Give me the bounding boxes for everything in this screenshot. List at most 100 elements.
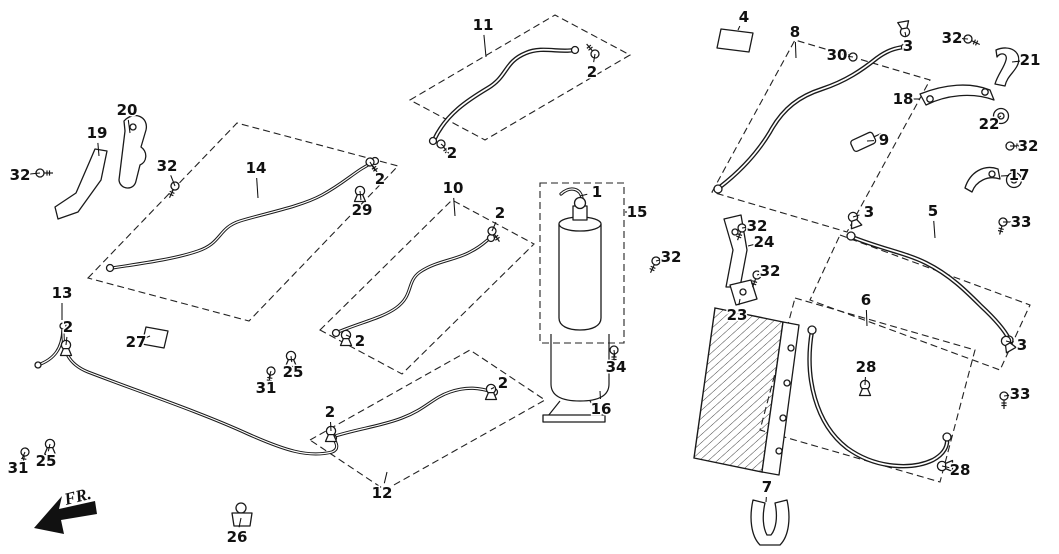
callout-32: 32 (760, 262, 781, 280)
leader-line (941, 465, 951, 469)
callout-13: 13 (52, 284, 73, 302)
callout-14: 14 (246, 159, 267, 177)
suction-hose-11 (428, 45, 580, 146)
drier-bracket-16 (542, 334, 610, 423)
callout-25: 25 (283, 363, 304, 381)
discharge-hose-8 (713, 42, 910, 194)
callout-25: 25 (36, 452, 57, 470)
leader-line (490, 387, 495, 390)
callout-2: 2 (375, 170, 385, 188)
leader-line (794, 41, 797, 59)
leader-line (29, 172, 41, 175)
group-boxes (86, 14, 1031, 491)
callout-16: 16 (591, 400, 612, 418)
leader-line (747, 243, 755, 247)
clamp-3-icon (845, 210, 863, 230)
callout-32: 32 (661, 248, 682, 266)
callout-17: 17 (1009, 166, 1030, 184)
leader-line (359, 190, 362, 201)
callout-15: 15 (627, 203, 648, 221)
bracket-27 (141, 326, 169, 349)
callout-6: 6 (861, 291, 871, 309)
leader-line (846, 55, 854, 58)
callout-5: 5 (928, 202, 938, 220)
leader-line (1011, 60, 1021, 63)
leader-line (613, 349, 616, 358)
callout-7: 7 (762, 478, 772, 496)
leader-line (127, 119, 131, 134)
callout-32: 32 (10, 166, 31, 184)
leader-line (579, 193, 588, 197)
callout-19: 19 (87, 124, 108, 142)
leader-line (268, 370, 272, 379)
condenser (693, 307, 800, 476)
callout-1: 1 (592, 183, 602, 201)
callout-27: 27 (126, 333, 147, 351)
callout-26: 26 (227, 528, 248, 546)
group-box-hose-12 (308, 349, 547, 491)
callout-2: 2 (498, 374, 508, 392)
leader-line (170, 175, 176, 187)
callout-32: 32 (1018, 137, 1039, 155)
leader-line (383, 471, 388, 484)
leader-line (440, 143, 445, 148)
leader-line (290, 355, 293, 363)
leader-line (904, 31, 907, 37)
leader-line (737, 25, 741, 31)
callout-31: 31 (256, 379, 277, 397)
leader-line (97, 142, 100, 157)
bracket-17 (964, 166, 1001, 193)
callout-4: 4 (739, 8, 749, 26)
ac-pipe-12 (328, 386, 499, 443)
leader-line (655, 259, 662, 262)
group-box-hose-11 (408, 14, 632, 141)
group-box-hose-8 (711, 39, 931, 233)
leader-line (593, 53, 596, 63)
clamp-3-icon (897, 20, 912, 39)
callout-2: 2 (495, 204, 505, 222)
callout-21: 21 (1020, 51, 1041, 69)
leader-line (1005, 340, 1013, 344)
group-box-pipe-14 (86, 122, 400, 322)
group-box-hose-10 (319, 199, 535, 375)
callout-8: 8 (790, 23, 800, 41)
leader-line (21, 451, 26, 460)
callout-33: 33 (1011, 213, 1032, 231)
callout-28: 28 (856, 358, 877, 376)
callout-2: 2 (325, 403, 335, 421)
callout-3: 3 (864, 203, 874, 221)
callout-11: 11 (473, 16, 494, 34)
fr-indicator: FR. (34, 483, 97, 534)
leader-line (741, 226, 748, 229)
group-box-receiver (539, 182, 625, 344)
callout-3: 3 (1017, 336, 1027, 354)
callout-24: 24 (754, 233, 775, 251)
callout-32: 32 (942, 29, 963, 47)
bracket-21 (994, 47, 1020, 87)
ac-hose-6 (807, 325, 952, 469)
bolt-32-icon (962, 33, 983, 49)
bolt-32-icon (646, 255, 662, 276)
callout-29: 29 (352, 201, 373, 219)
fr-arrow-icon (34, 496, 97, 534)
condenser-mount-bracket (750, 499, 790, 546)
leader-line (345, 334, 352, 338)
bolt-33-icon (999, 391, 1009, 410)
leader-line (756, 273, 761, 276)
clamp-2-icon (484, 383, 498, 401)
bracket-23 (729, 279, 758, 306)
callout-3: 3 (903, 37, 913, 55)
callout-28: 28 (950, 461, 971, 479)
ac-hose-5 (846, 231, 1014, 345)
plate-4 (716, 28, 754, 53)
leader-line (256, 177, 259, 199)
ac-pipe-10 (331, 233, 496, 338)
callout-2: 2 (355, 332, 365, 350)
callout-30: 30 (827, 46, 848, 64)
leader-line (47, 443, 51, 452)
callout-22: 22 (979, 115, 1000, 133)
callout-9: 9 (879, 131, 889, 149)
clamp-3-icon (998, 333, 1017, 354)
